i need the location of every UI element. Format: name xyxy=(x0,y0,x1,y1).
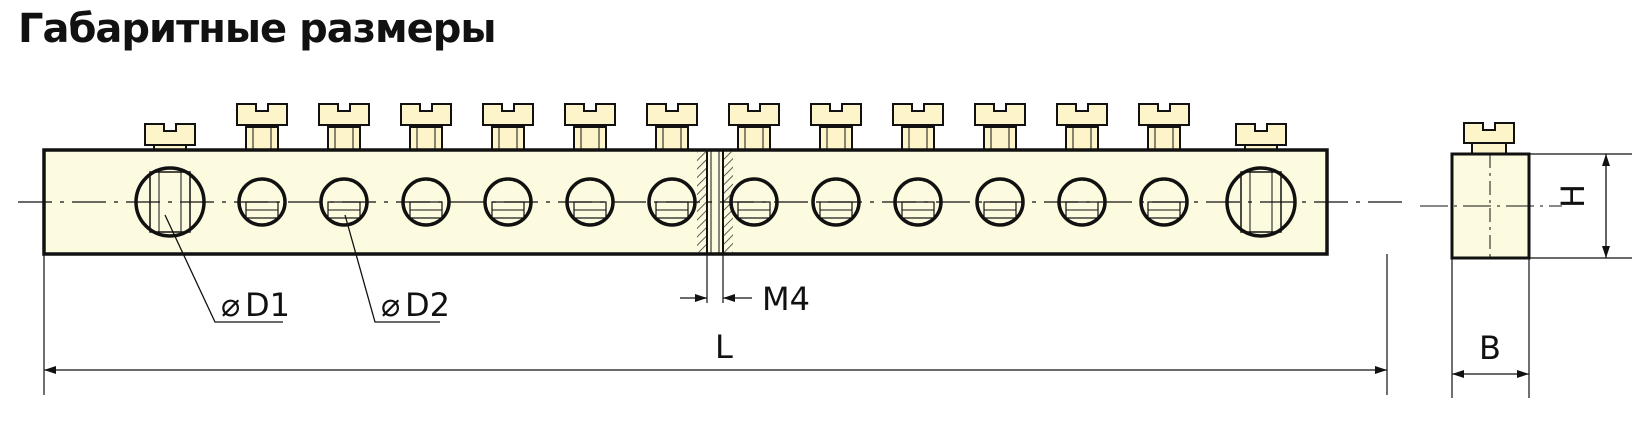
screw-shank xyxy=(491,126,525,151)
screw-head xyxy=(646,103,698,126)
side-view-screw-head xyxy=(1463,122,1515,144)
screw-shank xyxy=(655,126,689,151)
screw-shank xyxy=(737,126,771,151)
d1-diameter-symbol: ⌀ xyxy=(221,286,240,324)
screw xyxy=(892,103,944,151)
screw-shank xyxy=(1065,126,1099,151)
terminal-screws xyxy=(144,103,1287,151)
screw-shank xyxy=(983,126,1017,151)
screw-head xyxy=(236,103,288,126)
d1-leader-line xyxy=(164,214,283,323)
screw-head xyxy=(810,103,862,126)
screw xyxy=(1235,123,1287,151)
screw-head xyxy=(482,103,534,126)
screw xyxy=(400,103,452,151)
screw-head xyxy=(1138,103,1190,126)
screw xyxy=(728,103,780,151)
screw-shank xyxy=(245,126,279,151)
screw xyxy=(144,123,196,151)
screw xyxy=(646,103,698,151)
page-title: Габаритные размеры xyxy=(18,6,497,52)
screw-head xyxy=(400,103,452,126)
length-label: L xyxy=(715,328,733,366)
screw xyxy=(1138,103,1190,151)
screw xyxy=(1056,103,1108,151)
d2-label: D2 xyxy=(405,286,450,324)
screw-head xyxy=(974,103,1026,126)
d1-label: D1 xyxy=(245,286,290,324)
screw xyxy=(974,103,1026,151)
width-label: B xyxy=(1479,329,1501,367)
height-label: H xyxy=(1554,184,1592,208)
d2-diameter-symbol: ⌀ xyxy=(381,286,400,324)
screw-shank xyxy=(1147,126,1181,151)
side-view-screw-shank xyxy=(1471,142,1507,155)
screw xyxy=(318,103,370,151)
d2-leader-line xyxy=(344,214,440,323)
screw-shank xyxy=(819,126,853,151)
screw-shank xyxy=(901,126,935,151)
screw-head xyxy=(1235,123,1287,146)
screw-head xyxy=(564,103,616,126)
screw-head xyxy=(892,103,944,126)
screw xyxy=(810,103,862,151)
center-hatch-left xyxy=(697,151,707,253)
screw-head xyxy=(1056,103,1108,126)
screw-shank xyxy=(327,126,361,151)
side-view xyxy=(1420,122,1562,260)
m4-label: M4 xyxy=(762,280,810,318)
screw xyxy=(482,103,534,151)
screw-shank xyxy=(409,126,443,151)
screw-head xyxy=(318,103,370,126)
screw-shank xyxy=(573,126,607,151)
screw xyxy=(564,103,616,151)
screw-head xyxy=(728,103,780,126)
screw-head xyxy=(144,123,196,146)
screw xyxy=(236,103,288,151)
